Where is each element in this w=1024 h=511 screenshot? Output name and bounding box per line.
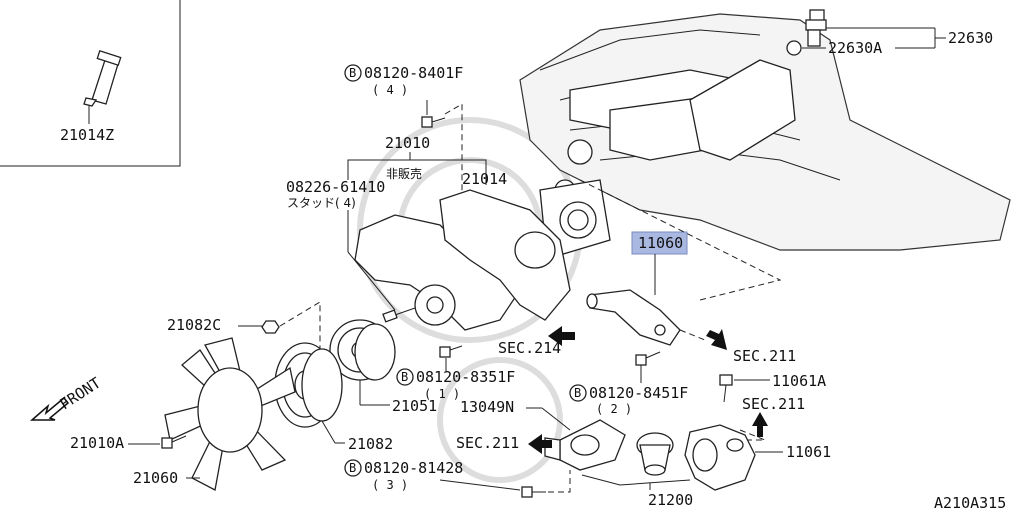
bolt-mark-4: B bbox=[349, 461, 356, 475]
bolt-21010A: 21010A bbox=[70, 434, 187, 452]
sec211-arrow-1: SEC.211 bbox=[679, 329, 796, 365]
bolt-mark-1: B bbox=[349, 66, 356, 80]
sealant-tube-icon bbox=[83, 49, 122, 107]
sec211-arrow-3: SEC.211 bbox=[456, 434, 552, 454]
cooling-fan-21060: 21060 bbox=[133, 337, 296, 491]
label-sec214: SEC.214 bbox=[498, 339, 561, 357]
callout-21010: 21010 非販売 21014 08226-61410 スタッド( 4) bbox=[286, 134, 507, 311]
bolt-mark-3: B bbox=[574, 386, 581, 400]
pulley-21051: 21051 bbox=[329, 319, 437, 415]
label-21051: 21051 bbox=[392, 397, 437, 415]
bolt-mark-2: B bbox=[401, 370, 408, 384]
label-21060: 21060 bbox=[133, 469, 178, 487]
label-11061A: 11061A bbox=[772, 372, 826, 390]
label-21010: 21010 bbox=[385, 134, 430, 152]
thermostat-housing-11061: 11061 bbox=[684, 424, 831, 491]
bolt-8401F: B 08120-8401F ( 4 ) bbox=[344, 64, 463, 251]
water-outlet bbox=[586, 289, 681, 346]
temp-sensor: 22630 22630A bbox=[786, 9, 993, 57]
label-11061: 11061 bbox=[786, 443, 831, 461]
bolt-11061A: 11061A SEC.211 bbox=[719, 372, 826, 441]
water-pump bbox=[354, 189, 571, 331]
label-21082: 21082 bbox=[348, 435, 393, 453]
label-front: FRONT bbox=[56, 374, 104, 414]
label-08120-8401F: 08120-8401F bbox=[364, 64, 463, 82]
bolt-8351F: B 08120-8351F ( 1 ) bbox=[396, 345, 515, 401]
bolt-8451F: B 08120-8451F ( 2 ) bbox=[569, 351, 688, 416]
thermostat-21200: 21200 bbox=[581, 432, 693, 509]
qty-3: ( 3 ) bbox=[372, 478, 408, 492]
label-13049N: 13049N bbox=[460, 398, 514, 416]
bolt-81428: B 08120-81428 ( 3 ) bbox=[344, 459, 571, 498]
label-21014: 21014 bbox=[462, 170, 507, 188]
qty-2: ( 2 ) bbox=[596, 402, 632, 416]
label-21200: 21200 bbox=[648, 491, 693, 509]
front-arrow: FRONT bbox=[30, 374, 104, 421]
label-22630A: 22630A bbox=[828, 39, 882, 57]
fan-clutch-21082: 21082 bbox=[274, 342, 393, 453]
sec214-arrow: SEC.214 bbox=[498, 326, 575, 357]
label-sec211-1: SEC.211 bbox=[733, 347, 796, 365]
diagram-reference-code: A210A315 bbox=[934, 494, 1006, 511]
engine-block bbox=[519, 13, 1011, 256]
label-21082C: 21082C bbox=[167, 316, 221, 334]
label-sec211-3: SEC.211 bbox=[456, 434, 519, 452]
label-08120-8351F: 08120-8351F bbox=[416, 368, 515, 386]
highlight-11060[interactable] bbox=[631, 231, 688, 255]
qty-1: ( 1 ) bbox=[424, 387, 460, 401]
label-11060[interactable]: 11060 bbox=[638, 234, 683, 252]
label-08120-81428: 08120-81428 bbox=[364, 459, 463, 477]
inset-box: 21014Z bbox=[0, 0, 181, 167]
label-22630: 22630 bbox=[948, 29, 993, 47]
label-not-for-sale: 非販売 bbox=[386, 166, 422, 181]
nut-21082C: 21082C bbox=[167, 301, 321, 350]
label-21010A: 21010A bbox=[70, 434, 124, 452]
qty-4-top: ( 4 ) bbox=[372, 83, 408, 97]
label-21014Z: 21014Z bbox=[60, 126, 114, 144]
label-08226-61410: 08226-61410 bbox=[286, 178, 385, 196]
label-08120-8451F: 08120-8451F bbox=[589, 384, 688, 402]
callout-11060[interactable]: 11060 bbox=[579, 179, 782, 301]
label-stud: スタッド( 4) bbox=[287, 196, 356, 210]
inlet-13049N: 13049N bbox=[460, 398, 626, 471]
label-sec211-2: SEC.211 bbox=[742, 395, 805, 413]
